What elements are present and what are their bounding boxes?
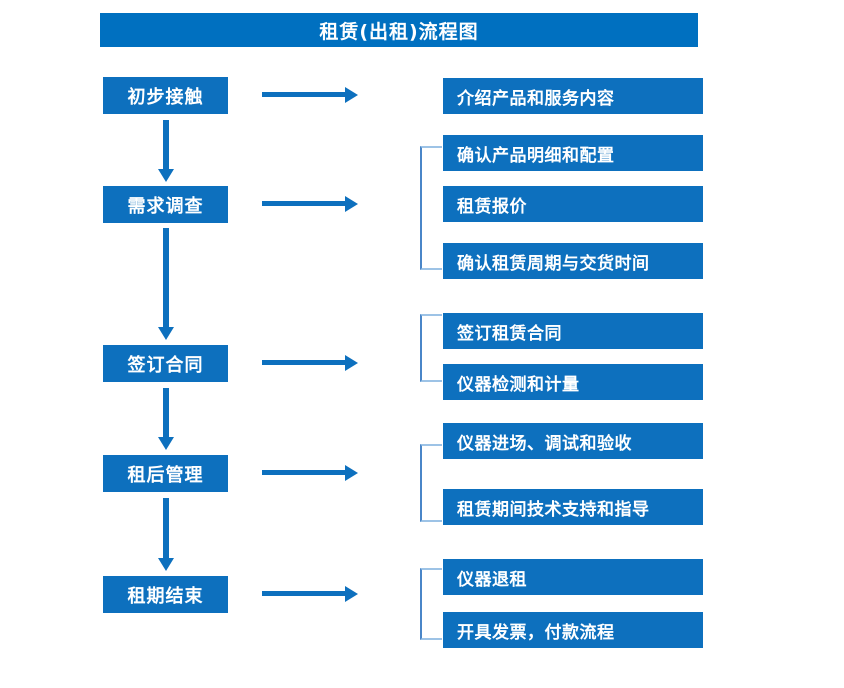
arrow-head xyxy=(158,327,174,340)
vertical-arrow-1 xyxy=(158,120,174,182)
arrow-shaft xyxy=(262,591,346,596)
detail-box-3[interactable]: 租赁报价 xyxy=(443,186,703,222)
detail-box-10[interactable]: 开具发票，付款流程 xyxy=(443,612,703,648)
detail-box-2[interactable]: 确认产品明细和配置 xyxy=(443,135,703,171)
arrow-head xyxy=(158,437,174,450)
detail-box-9[interactable]: 仪器退租 xyxy=(443,559,703,595)
arrow-shaft xyxy=(163,120,169,169)
detail-box-1[interactable]: 介绍产品和服务内容 xyxy=(443,78,703,114)
arrow-head xyxy=(345,196,358,212)
arrow-shaft xyxy=(163,228,169,327)
detail-box-5[interactable]: 签订租赁合同 xyxy=(443,313,703,349)
arrow-shaft xyxy=(262,92,346,97)
horizontal-arrow-3 xyxy=(262,355,358,371)
horizontal-arrow-2 xyxy=(262,196,358,212)
arrow-head xyxy=(345,355,358,371)
bracket-connector-2 xyxy=(420,314,442,382)
detail-box-7[interactable]: 仪器进场、调试和验收 xyxy=(443,423,703,459)
bracket-connector-4 xyxy=(420,568,442,640)
arrow-shaft xyxy=(163,498,169,558)
horizontal-arrow-5 xyxy=(262,586,358,602)
arrow-shaft xyxy=(262,360,346,365)
arrow-head xyxy=(345,586,358,602)
detail-box-6[interactable]: 仪器检测和计量 xyxy=(443,364,703,400)
stage-box-4[interactable]: 租后管理 xyxy=(103,455,228,492)
arrow-head xyxy=(158,169,174,182)
stage-box-2[interactable]: 需求调查 xyxy=(103,186,228,223)
diagram-title: 租赁(出租)流程图 xyxy=(100,13,698,47)
vertical-arrow-3 xyxy=(158,388,174,450)
arrow-head xyxy=(345,87,358,103)
arrow-shaft xyxy=(163,388,169,437)
detail-box-8[interactable]: 租赁期间技术支持和指导 xyxy=(443,489,703,525)
arrow-shaft xyxy=(262,201,346,206)
arrow-head xyxy=(158,558,174,571)
horizontal-arrow-1 xyxy=(262,87,358,103)
arrow-head xyxy=(345,465,358,481)
stage-box-3[interactable]: 签订合同 xyxy=(103,345,228,382)
detail-box-4[interactable]: 确认租赁周期与交货时间 xyxy=(443,243,703,279)
arrow-shaft xyxy=(262,470,346,475)
horizontal-arrow-4 xyxy=(262,465,358,481)
stage-box-5[interactable]: 租期结束 xyxy=(103,576,228,613)
stage-box-1[interactable]: 初步接触 xyxy=(103,77,228,114)
bracket-connector-3 xyxy=(420,444,442,522)
vertical-arrow-4 xyxy=(158,498,174,571)
vertical-arrow-2 xyxy=(158,228,174,340)
bracket-connector-1 xyxy=(420,146,442,270)
